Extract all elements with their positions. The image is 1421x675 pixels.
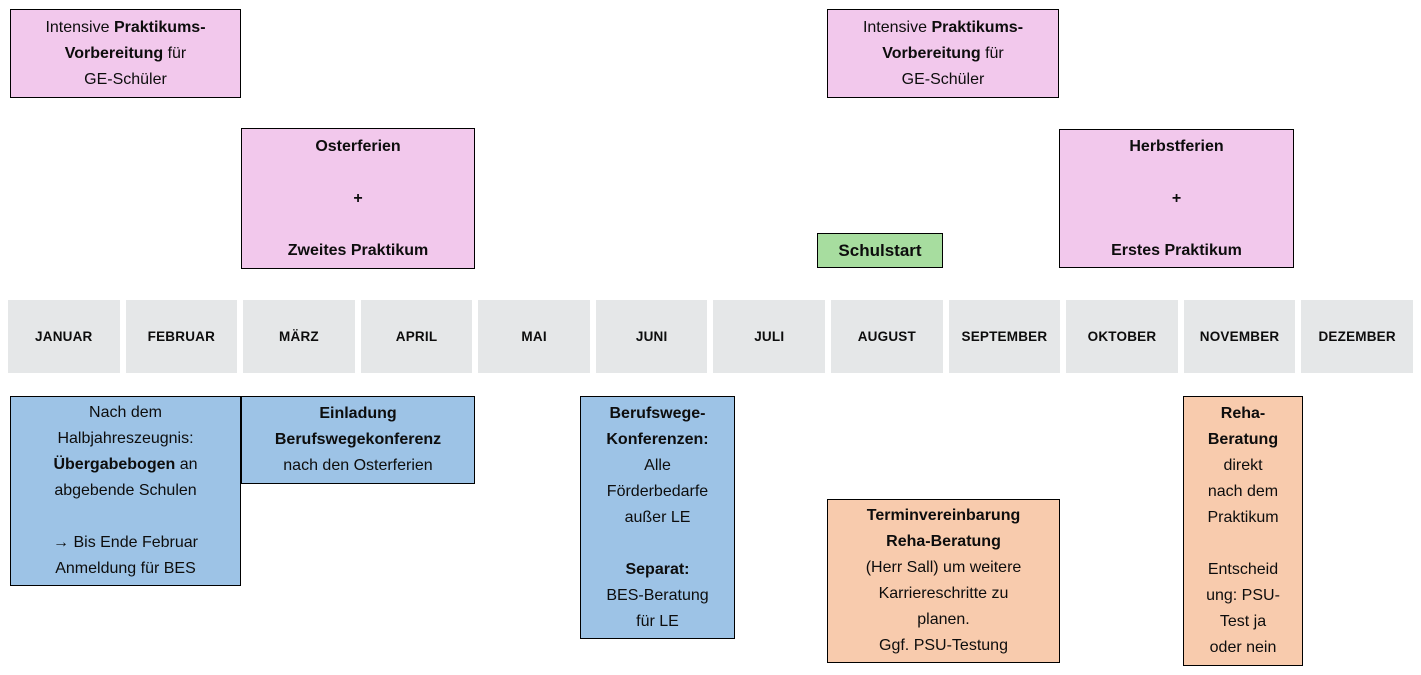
month-cell-november: NOVEMBER: [1183, 300, 1296, 373]
month-cell-juni: JUNI: [595, 300, 708, 373]
schulstart-label: Schulstart: [838, 240, 922, 260]
month-cell-april: APRIL: [360, 300, 473, 373]
month-cell-august: AUGUST: [831, 300, 943, 373]
month-cell-januar: JANUAR: [8, 300, 120, 373]
month-cell-mai: MAI: [478, 300, 590, 373]
month-cell-juli: JULI: [713, 300, 826, 373]
month-strip: JANUAR FEBRUAR MÄRZ APRIL MAI JUNI JULI …: [8, 300, 1413, 373]
note-herbstferien-erstes-praktikum: Herbstferien + Erstes Praktikum: [1059, 129, 1294, 268]
month-cell-dezember: DEZEMBER: [1301, 300, 1413, 373]
note-schulstart: Schulstart: [817, 233, 943, 268]
note-osterferien-zweites-praktikum: Osterferien + Zweites Praktikum: [241, 128, 475, 269]
month-cell-september: SEPTEMBER: [948, 300, 1061, 373]
month-cell-oktober: OKTOBER: [1066, 300, 1178, 373]
month-cell-maerz: MÄRZ: [243, 300, 355, 373]
month-cell-februar: FEBRUAR: [125, 300, 238, 373]
